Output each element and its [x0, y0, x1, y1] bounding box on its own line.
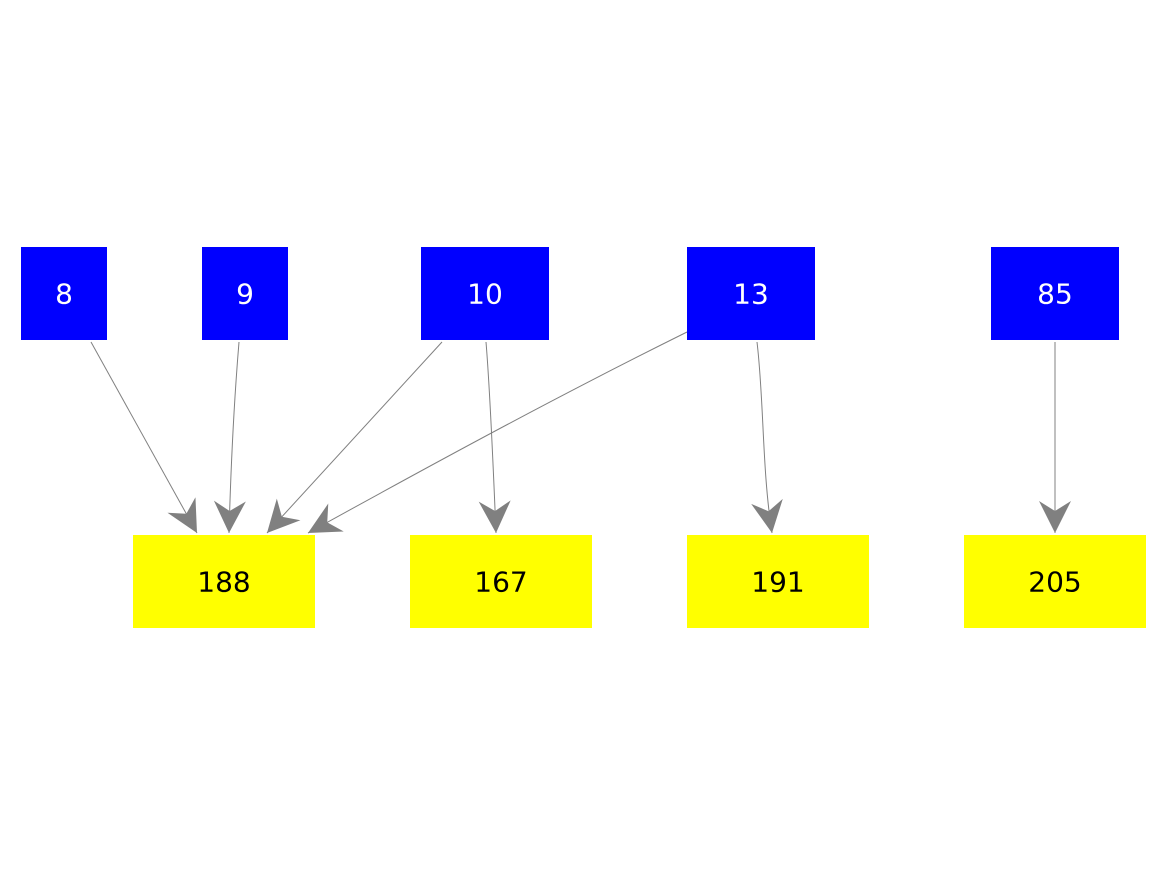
- node-167-label: 167: [474, 566, 527, 599]
- edge-8-188: [90, 341, 198, 534]
- node-205-box: [964, 535, 1146, 628]
- node-9[interactable]: 9: [202, 247, 288, 340]
- node-85-box: [991, 247, 1119, 340]
- node-9-label: 9: [236, 278, 254, 311]
- node-85[interactable]: 85: [991, 247, 1119, 340]
- edge-10-167: [478, 341, 511, 534]
- node-167-box: [410, 535, 592, 628]
- edge-13-191: [751, 341, 783, 534]
- node-191-box: [687, 535, 869, 628]
- edge-9-188: [213, 341, 246, 534]
- node-9-box: [202, 247, 288, 340]
- target-nodes: 188 167 191 205: [133, 535, 1146, 628]
- edge-13-188: [307, 331, 688, 534]
- node-167[interactable]: 167: [410, 535, 592, 628]
- node-10-label: 10: [467, 278, 503, 311]
- node-85-label: 85: [1037, 278, 1073, 311]
- node-10[interactable]: 10: [421, 247, 549, 340]
- node-8-box: [21, 247, 107, 340]
- node-205[interactable]: 205: [964, 535, 1146, 628]
- node-188-box: [133, 535, 315, 628]
- node-8[interactable]: 8: [21, 247, 107, 340]
- edge-10-188: [266, 341, 443, 534]
- node-188-label: 188: [197, 566, 250, 599]
- node-188[interactable]: 188: [133, 535, 315, 628]
- node-191-label: 191: [751, 566, 804, 599]
- edges-layer: [90, 331, 1071, 534]
- node-191[interactable]: 191: [687, 535, 869, 628]
- node-13-box: [687, 247, 815, 340]
- node-205-label: 205: [1028, 566, 1081, 599]
- node-13[interactable]: 13: [687, 247, 815, 340]
- node-8-label: 8: [55, 278, 73, 311]
- node-13-label: 13: [733, 278, 769, 311]
- source-nodes: 8 9 10 13 85: [21, 247, 1119, 340]
- node-10-box: [421, 247, 549, 340]
